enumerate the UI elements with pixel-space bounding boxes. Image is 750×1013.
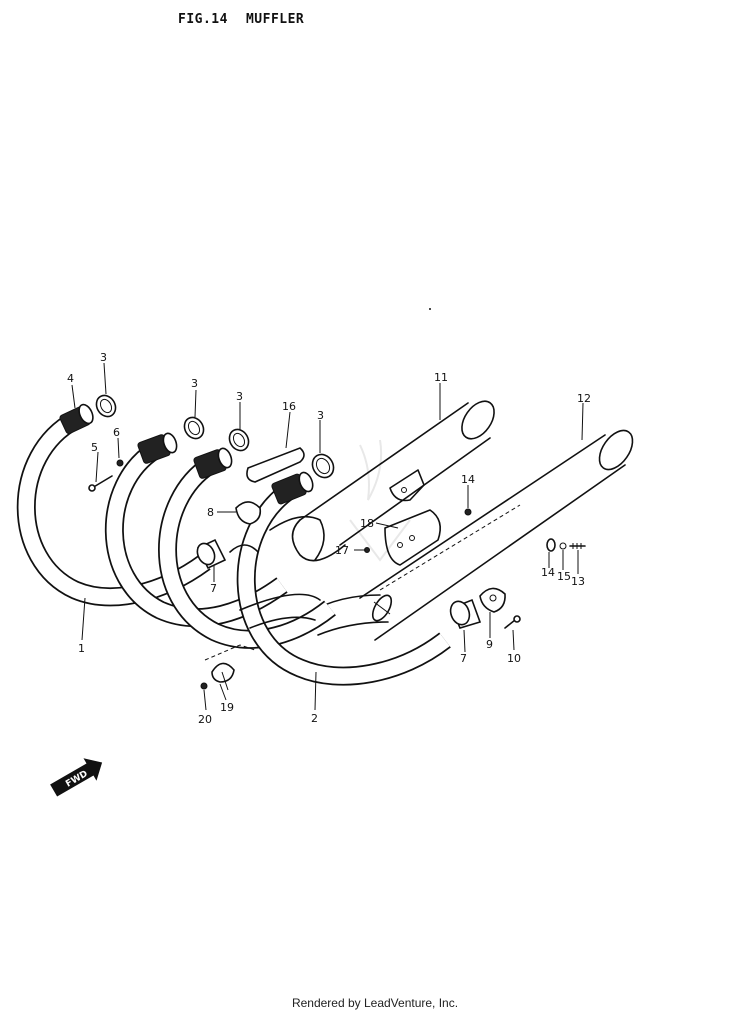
callout-5: 5 [91, 441, 98, 454]
render-credit: Rendered by LeadVenture, Inc. [291, 996, 459, 1010]
flange-pipe-3 [193, 447, 233, 479]
bolt-10 [504, 615, 521, 629]
gasket-2 [183, 416, 205, 440]
callout-18: 18 [360, 517, 374, 530]
callout-15: 15 [557, 570, 571, 583]
callout-3: 3 [100, 351, 107, 364]
callout-14: 14 [461, 473, 475, 486]
connector-sleeves [196, 538, 482, 629]
callout-1: 1 [78, 642, 85, 655]
callout-9: 9 [486, 638, 493, 651]
gaskets [95, 394, 335, 479]
callout-3: 3 [191, 377, 198, 390]
figure-name: MUFFLER [245, 12, 305, 27]
stud-bolt [88, 459, 124, 492]
callout-10: 10 [507, 652, 521, 665]
callout-3: 3 [236, 390, 243, 403]
figure-title: FIG.14 MUFFLER [178, 12, 304, 27]
muffler-left [291, 400, 495, 562]
callout-8: 8 [207, 506, 214, 519]
gasket-4 [311, 453, 335, 479]
pipe-flanges [59, 403, 314, 505]
leader-lines [71, 362, 584, 711]
exhaust-pipe-set [16, 411, 451, 686]
gasket-1 [95, 394, 117, 418]
figure-number: FIG.14 [178, 12, 228, 27]
callout-19: 19 [220, 701, 234, 714]
heat-shield [246, 447, 305, 483]
callout-2: 2 [311, 712, 318, 725]
callout-17: 17 [335, 544, 349, 557]
flange-pipe-2 [137, 432, 178, 464]
callout-4: 4 [67, 372, 74, 385]
callout-20: 20 [198, 713, 212, 726]
flange-pipe-4 [271, 471, 314, 505]
callout-6: 6 [113, 426, 120, 439]
callout-labels: 3 4 3 3 16 3 11 12 6 5 14 8 18 17 14 15 … [67, 351, 591, 726]
callout-13: 13 [571, 575, 585, 588]
callout-3: 3 [317, 409, 324, 422]
gasket-3 [228, 428, 250, 452]
callout-12: 12 [577, 392, 591, 405]
flange-pipe-1 [59, 403, 94, 435]
callout-16: 16 [282, 400, 296, 413]
mount-hardware [464, 508, 586, 552]
clamp-19 [200, 662, 235, 691]
callout-14: 14 [541, 566, 555, 579]
callout-7: 7 [210, 582, 217, 595]
watermark-logo [349, 439, 411, 562]
callout-11: 11 [434, 371, 448, 384]
clamps [229, 501, 506, 613]
callout-7: 7 [460, 652, 467, 665]
forward-arrow-icon: FWD [50, 758, 103, 797]
artifact-dot [429, 308, 431, 310]
